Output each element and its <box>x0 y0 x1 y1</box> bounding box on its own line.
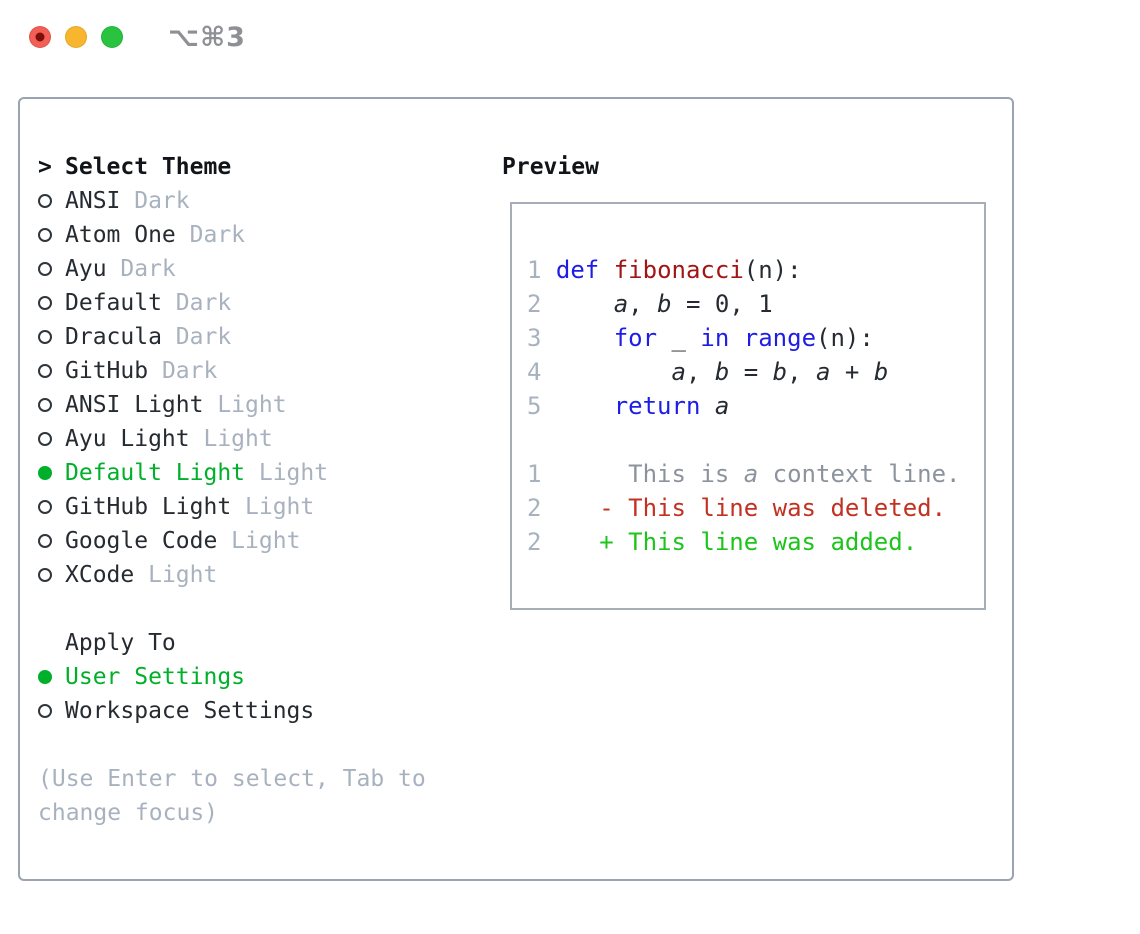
option-label: ANSI <box>65 188 121 214</box>
option-label: Google Code <box>65 528 218 554</box>
option-variant: Dark <box>161 290 232 316</box>
apply-to-header: Apply To <box>38 626 502 660</box>
radio-icon <box>38 330 65 344</box>
option-label: Default Light <box>65 460 246 486</box>
apply-option-workspace-settings[interactable]: Workspace Settings <box>38 694 502 728</box>
theme-option-github-light[interactable]: GitHub Light Light <box>38 490 502 524</box>
code-line: 1 def fibonacci(n): <box>527 256 802 284</box>
option-label: Ayu <box>65 256 107 282</box>
line-number: 5 <box>527 392 556 420</box>
radio-icon <box>38 364 65 378</box>
option-label: XCode <box>65 562 135 588</box>
code-line: 1 This is a context line. <box>527 460 961 488</box>
code-line <box>527 423 984 457</box>
line-number: 4 <box>527 358 556 386</box>
option-variant: Dark <box>175 222 246 248</box>
option-label: Atom One <box>65 222 176 248</box>
option-variant: Light <box>189 426 273 452</box>
option-variant: Light <box>203 392 287 418</box>
option-variant: Light <box>231 494 315 520</box>
radio-icon <box>38 262 65 276</box>
theme-option-github[interactable]: GitHub Dark <box>38 354 502 388</box>
code-line: 5 return a <box>527 392 730 420</box>
option-label: User Settings <box>65 664 246 690</box>
code-line: 2 + This line was added. <box>527 528 918 556</box>
theme-option-default-light[interactable]: Default Light Light <box>38 456 502 490</box>
code-line: 2 a, b = 0, 1 <box>527 290 773 318</box>
titlebar: ⌥⌘3 <box>0 0 1140 74</box>
apply-to-title: Apply To <box>65 630 176 656</box>
radio-icon <box>38 568 65 582</box>
option-label: Dracula <box>65 324 162 350</box>
option-variant: Light <box>134 562 218 588</box>
radio-icon <box>38 194 65 208</box>
cursor-caret-icon: > <box>38 154 52 180</box>
preview-column: Preview 1 def fibonacci(n): 2 a, b = 0, 1… <box>502 150 1012 879</box>
zoom-button[interactable] <box>101 26 123 48</box>
theme-option-default[interactable]: Default Dark <box>38 286 502 320</box>
code-line: 2 - This line was deleted. <box>527 494 947 522</box>
line-number: 2 <box>527 494 556 522</box>
window-title: ⌥⌘3 <box>168 21 246 53</box>
theme-option-xcode[interactable]: XCode Light <box>38 558 502 592</box>
option-label: Workspace Settings <box>65 698 315 724</box>
radio-selected-icon <box>38 670 65 684</box>
spacer <box>38 592 502 626</box>
radio-icon <box>38 534 65 548</box>
select-theme-header: > Select Theme <box>38 150 502 184</box>
option-variant: Light <box>245 460 329 486</box>
radio-icon <box>38 432 65 446</box>
option-variant: Light <box>217 528 301 554</box>
option-label: GitHub Light <box>65 494 232 520</box>
option-variant: Dark <box>106 256 176 282</box>
preview-box: 1 def fibonacci(n): 2 a, b = 0, 1 3 for _ … <box>510 202 986 610</box>
spacer <box>38 728 502 762</box>
option-variant: Dark <box>120 188 190 214</box>
help-text: (Use Enter to select, Tab to change focu… <box>38 766 426 826</box>
option-variant: Dark <box>148 358 218 384</box>
line-number: 1 <box>527 460 556 488</box>
code-preview: 1 def fibonacci(n): 2 a, b = 0, 1 3 for _ … <box>527 253 984 559</box>
close-button[interactable] <box>29 26 51 48</box>
code-line: 3 for _ in range(n): <box>527 324 874 352</box>
theme-option-ayu-light[interactable]: Ayu Light Light <box>38 422 502 456</box>
theme-option-ansi[interactable]: ANSI Dark <box>38 184 502 218</box>
line-number: 3 <box>527 324 556 352</box>
radio-selected-icon <box>38 466 65 480</box>
radio-icon <box>38 398 65 412</box>
option-label: Ayu Light <box>65 426 190 452</box>
theme-option-dracula[interactable]: Dracula Dark <box>38 320 502 354</box>
preview-title: Preview <box>502 154 599 180</box>
option-label: Default <box>65 290 162 316</box>
select-theme-title: Select Theme <box>65 154 232 180</box>
theme-option-ayu[interactable]: Ayu Dark <box>38 252 502 286</box>
theme-option-ansi-light[interactable]: ANSI Light Light <box>38 388 502 422</box>
option-label: ANSI Light <box>65 392 204 418</box>
apply-option-user-settings[interactable]: User Settings <box>38 660 502 694</box>
line-number: 1 <box>527 256 556 284</box>
theme-option-atom-one[interactable]: Atom One Dark <box>38 218 502 252</box>
theme-option-google-code[interactable]: Google Code Light <box>38 524 502 558</box>
radio-icon <box>38 500 65 514</box>
radio-icon <box>38 704 65 718</box>
option-variant: Dark <box>161 324 232 350</box>
line-number: 2 <box>527 528 556 556</box>
minimize-button[interactable] <box>65 26 87 48</box>
option-label: GitHub <box>65 358 149 384</box>
line-number: 2 <box>527 290 556 318</box>
radio-icon <box>38 228 65 242</box>
code-line: 4 a, b = b, a + b <box>527 358 889 386</box>
radio-icon <box>38 296 65 310</box>
